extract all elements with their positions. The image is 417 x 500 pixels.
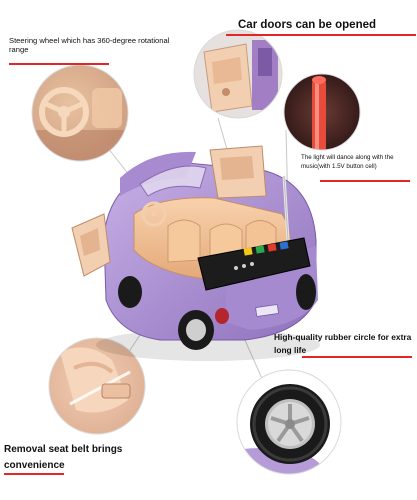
- rubber-caption-underline: [302, 356, 412, 358]
- rubber-circle-caption: High-quality rubber circle for extra lon…: [274, 332, 412, 355]
- car-doors-caption: Car doors can be opened: [238, 19, 377, 31]
- steering-caption-underline: [9, 63, 109, 65]
- steering-wheel-closeup-icon: [31, 64, 129, 162]
- tire-closeup-icon: [236, 369, 342, 475]
- doors-caption-underline: [226, 34, 416, 36]
- car-door-closeup-icon: [193, 29, 283, 119]
- toy-car-illustration: [71, 145, 320, 361]
- seat-belt-caption: Removal seat belt brings convenience: [4, 444, 123, 471]
- seat-belt-closeup-icon: [48, 337, 146, 435]
- light-pole-closeup-icon: [283, 73, 361, 151]
- light-caption-underline: [320, 180, 410, 182]
- light-caption: The light will dance along with the musi…: [301, 154, 394, 170]
- seat-belt-caption-underline: [4, 473, 64, 475]
- steering-wheel-caption: Steering wheel which has 360-degree rota…: [9, 36, 170, 55]
